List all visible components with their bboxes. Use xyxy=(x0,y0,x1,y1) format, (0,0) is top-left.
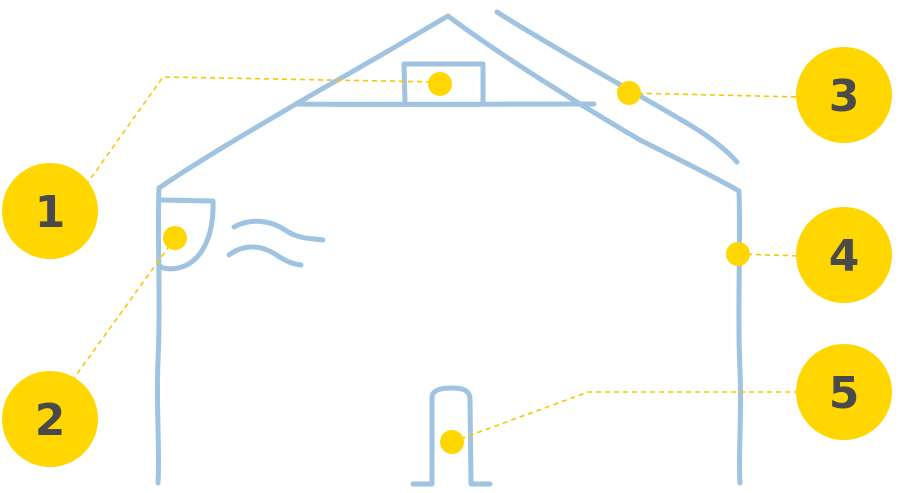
point-dot-5 xyxy=(440,430,464,454)
point-dot-1 xyxy=(428,72,452,96)
point-dot-3 xyxy=(617,81,641,105)
marker-3: 3 xyxy=(796,47,892,143)
marker-4: 4 xyxy=(796,207,892,303)
airflow-line-bottom xyxy=(226,244,304,268)
solar-panel-edge xyxy=(494,9,740,165)
wall-unit xyxy=(157,197,216,272)
marker-3-number: 3 xyxy=(829,71,860,122)
right-wall xyxy=(736,188,744,486)
marker-1: 1 xyxy=(2,163,98,259)
point-dot-4 xyxy=(726,242,750,266)
left-wall xyxy=(154,185,162,486)
attic-unit xyxy=(401,61,486,107)
marker-5-number: 5 xyxy=(829,368,860,419)
roof-left-slope xyxy=(156,13,451,191)
leader-line-5 xyxy=(451,391,800,443)
leader-lines xyxy=(73,76,801,443)
house-sketch xyxy=(154,9,744,487)
marker-2-number: 2 xyxy=(35,395,66,446)
marker-4-number: 4 xyxy=(829,231,860,282)
airflow-line-top xyxy=(231,218,326,243)
leader-line-2 xyxy=(73,237,176,379)
marker-1-number: 1 xyxy=(35,187,66,238)
marker-5: 5 xyxy=(796,344,892,440)
leader-line-3 xyxy=(628,92,801,98)
point-dots xyxy=(163,72,750,454)
leader-line-1 xyxy=(85,76,441,186)
roof-right-slope xyxy=(445,13,742,194)
floor-unit xyxy=(410,385,493,487)
point-dot-2 xyxy=(163,226,187,250)
marker-2: 2 xyxy=(2,371,98,467)
